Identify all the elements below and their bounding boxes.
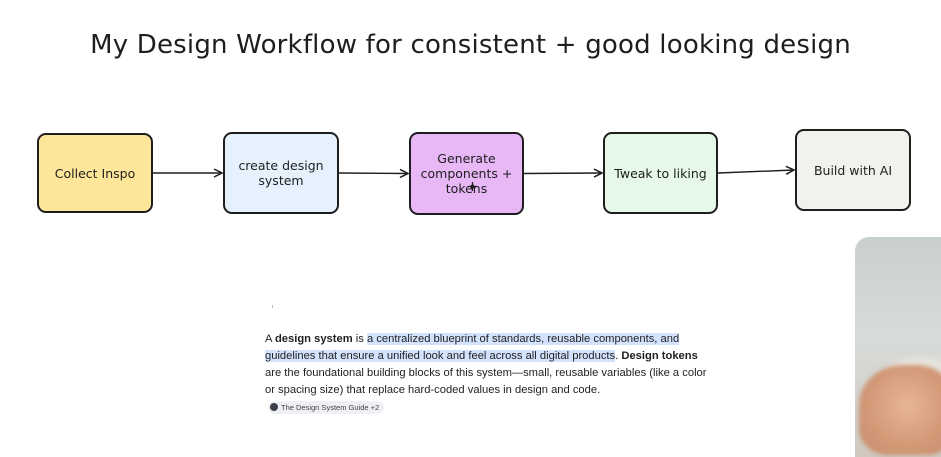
- node-collect-inspo[interactable]: Collect Inspo: [37, 133, 153, 213]
- arrow-n3-n4: [523, 173, 602, 174]
- edges-layer: [153, 0, 941, 442]
- node-build-with-ai[interactable]: Build with AI: [795, 129, 911, 211]
- answer-text: are the foundational building blocks of …: [265, 367, 707, 396]
- source-icon: [270, 403, 278, 412]
- term-design-system: design system: [274, 333, 353, 345]
- node-tweak-to-liking[interactable]: Tweak to liking: [603, 132, 718, 214]
- move-cursor-icon: [468, 182, 477, 191]
- answer-paragraph: A design system is a centralized bluepri…: [265, 331, 715, 416]
- diagram-title: My Design Workflow for consistent + good…: [90, 30, 851, 60]
- node-create-design-system[interactable]: create design system: [223, 132, 339, 214]
- term-design-tokens: Design tokens: [621, 350, 698, 362]
- divider-tick: [272, 305, 273, 308]
- answer-text: .: [615, 350, 622, 362]
- source-chip-label: The Design System Guide +2: [281, 402, 380, 412]
- answer-text: is: [352, 333, 367, 345]
- source-chip[interactable]: The Design System Guide +2: [268, 400, 385, 414]
- arrow-n2-n3: [338, 173, 408, 174]
- webcam-presenter: [859, 365, 941, 455]
- webcam-overlay: [855, 237, 941, 457]
- node-generate-components-tokens[interactable]: Generate components + tokens: [409, 132, 524, 215]
- answer-text: A: [265, 333, 275, 345]
- arrow-n4-n5: [717, 170, 794, 173]
